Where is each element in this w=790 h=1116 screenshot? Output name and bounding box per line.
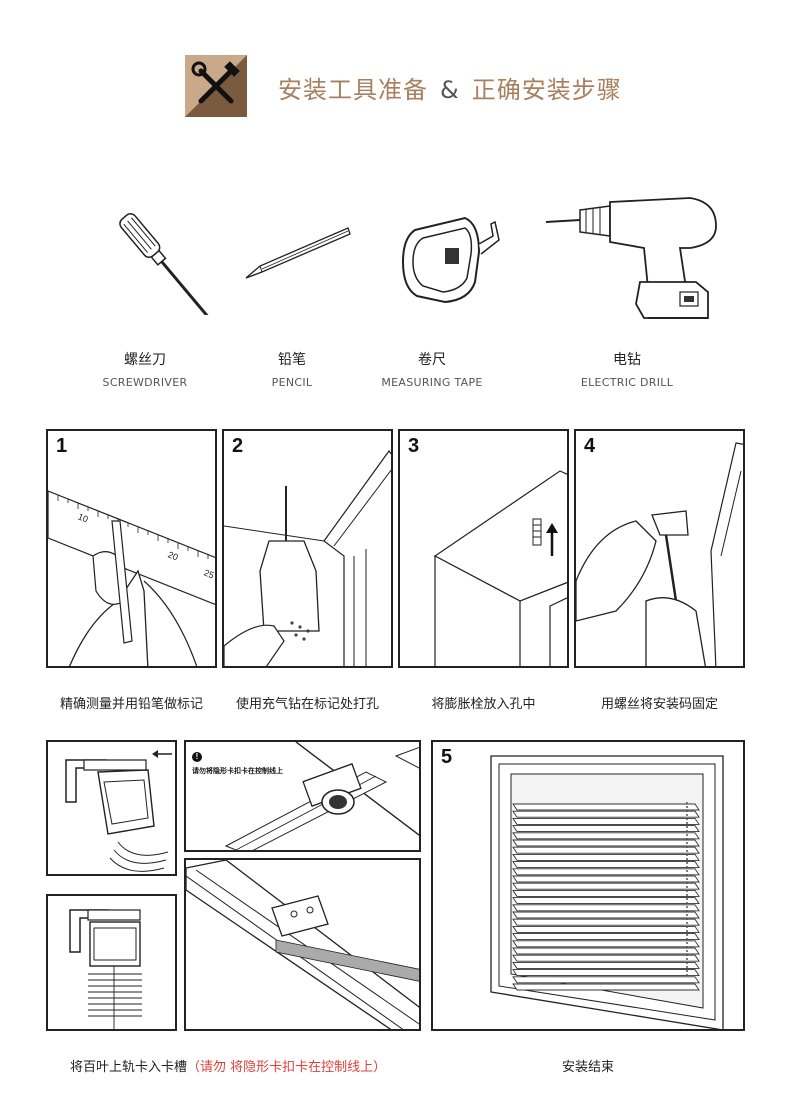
blind-slat	[512, 875, 700, 883]
blind-slat	[512, 911, 700, 919]
blind-slat	[512, 969, 700, 977]
tool-label-cn: 铅笔	[278, 352, 306, 368]
final-step-caption: 安装结束	[561, 1060, 614, 1075]
tool-label-cn: 螺丝刀	[124, 352, 166, 368]
blind-slat	[512, 846, 700, 854]
tool-label-en: MEASURING TAPE	[381, 376, 483, 389]
blind-slat	[512, 976, 700, 984]
step-5-panel: 5	[431, 740, 745, 1031]
step-number: 3	[408, 435, 420, 457]
tool-label-en: ELECTRIC DRILL	[580, 376, 674, 389]
blind-slat	[512, 853, 700, 861]
blind-slat	[512, 810, 700, 818]
rail-detail-panel-bottom	[184, 858, 421, 1031]
blind-slat	[512, 825, 700, 833]
blind-slat	[512, 983, 700, 991]
blind-slat	[512, 904, 700, 912]
tool-label-cn: 卷尺	[418, 352, 446, 368]
blind-slat	[512, 882, 700, 890]
step-4-panel: 4	[574, 429, 745, 668]
rail-detail-panel-top: ! 请勿将隐形卡扣卡在控制线上	[184, 740, 421, 852]
blind-slat	[512, 897, 700, 905]
step-number: 1	[56, 435, 68, 457]
blind-slat	[512, 954, 700, 962]
blind-slat	[512, 832, 700, 840]
tool-label-en: PENCIL	[271, 376, 313, 389]
tool-label-cn: 电钻	[613, 352, 641, 368]
blind-slat	[512, 889, 700, 897]
blind-slat	[512, 803, 700, 811]
blind-slat	[512, 925, 700, 933]
screwdriver-icon	[85, 200, 215, 318]
rail-clip-panel-bottom	[46, 894, 177, 1031]
blind-slat	[512, 940, 700, 948]
step-number: 2	[232, 435, 244, 457]
title-left: 安装工具准备	[278, 76, 428, 104]
rail-step-caption: 将百叶上轨卡入卡槽（请勿 将隐形卡扣卡在控制线上）	[46, 1056, 421, 1075]
step-1-panel: 1 10 20 25	[46, 429, 217, 668]
step-2-panel: 2	[222, 429, 393, 668]
blind-slat	[512, 861, 700, 869]
step-caption: 使用充气钻在标记处打孔	[235, 697, 379, 712]
blind-slat	[512, 961, 700, 969]
caption-warn: （请勿 将隐形卡扣卡在控制线上）	[187, 1060, 387, 1075]
blind-slat	[512, 918, 700, 926]
blind-slat	[512, 839, 700, 847]
page-title: 安装工具准备&正确安装步骤	[278, 70, 622, 105]
pencil-icon	[238, 222, 353, 282]
step-caption: 用螺丝将安装码固定	[600, 697, 718, 712]
warning-icon: !	[192, 752, 202, 762]
step-caption: 精确测量并用铅笔做标记	[59, 697, 203, 712]
blind-slat	[512, 868, 700, 876]
measuring-tape-icon	[395, 212, 500, 307]
blind-slat	[512, 933, 700, 941]
rail-clip-panel-top	[46, 740, 177, 876]
title-amp: &	[440, 76, 460, 104]
caption-main: 将百叶上轨卡入卡槽	[70, 1060, 188, 1075]
tool-label-en: SCREWDRIVER	[102, 376, 188, 389]
step-caption: 将膨胀栓放入孔中	[431, 697, 536, 712]
step-number: 4	[584, 435, 596, 457]
blind-slat	[512, 947, 700, 955]
warning-note: 请勿将隐形卡扣卡在控制线上	[192, 767, 283, 775]
blind-slat	[512, 817, 700, 825]
step-3-panel: 3	[398, 429, 569, 668]
electric-drill-icon	[540, 192, 730, 327]
step-number: 5	[441, 746, 453, 768]
tools-icon	[185, 55, 247, 117]
title-right: 正确安装步骤	[471, 76, 622, 104]
